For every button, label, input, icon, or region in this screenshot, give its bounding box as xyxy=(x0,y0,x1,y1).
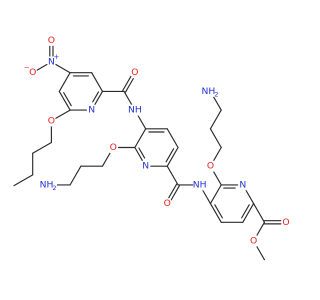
ring-b-bond-inner xyxy=(138,147,146,159)
ester-bond xyxy=(253,203,265,223)
atom-amideB-O: O xyxy=(163,198,171,210)
ring-c-bond-inner xyxy=(214,204,223,219)
carbonyl-bond xyxy=(170,185,181,201)
carbonyl-bond xyxy=(167,183,178,199)
atom-symbol: N xyxy=(239,179,246,190)
atom-symbol: O xyxy=(250,235,257,246)
atom-symbol: NH xyxy=(40,179,54,190)
atom-symbol: O xyxy=(131,67,138,78)
atom-label-background xyxy=(142,160,150,172)
ether-bond xyxy=(212,170,222,186)
butoxy-bond xyxy=(55,109,71,119)
atom-label-background xyxy=(193,179,207,191)
ring-a-bond-inner xyxy=(92,91,100,103)
atom-label-background xyxy=(206,160,214,172)
atom-label-background xyxy=(47,115,55,127)
ring-b-bond-inner xyxy=(165,148,175,163)
ring-c-bond xyxy=(209,203,222,223)
atom-symbol: O xyxy=(207,161,214,172)
atom-label-background xyxy=(201,85,219,97)
amide-bond xyxy=(123,90,133,107)
atom-label-background xyxy=(250,235,258,247)
ring-c-bond xyxy=(242,203,255,223)
bonds xyxy=(13,44,282,261)
propyl-bond xyxy=(212,146,222,163)
atom-pyC-N: N xyxy=(239,179,247,191)
atom-label-background xyxy=(47,34,55,46)
ring-c-bond xyxy=(244,188,255,205)
atom-label-background xyxy=(88,104,96,116)
atom-esterC-O2: O xyxy=(250,235,258,247)
ring-b-bond xyxy=(166,146,179,167)
carbonyl-bond xyxy=(122,75,132,92)
ester-bond xyxy=(255,221,265,238)
amide-bond xyxy=(136,114,147,130)
butyl-bond xyxy=(13,174,34,187)
ring-a-bond-inner xyxy=(63,92,72,107)
butyl-bond xyxy=(32,141,52,154)
ring-c-bond xyxy=(209,184,222,205)
atom-label-background xyxy=(128,104,142,116)
atom-butoxy-O: O xyxy=(47,115,55,127)
atom-nitro-O1: O− xyxy=(24,64,36,79)
atom-amideA-NH: NH xyxy=(128,104,142,116)
atom-symbol: O xyxy=(48,35,55,46)
atom-symbol: NH xyxy=(193,179,207,190)
atom-symbol: O xyxy=(110,142,117,153)
atom-pyA-N: N xyxy=(88,104,96,116)
atom-label-background xyxy=(29,67,37,79)
atom-symbol: O xyxy=(282,217,289,228)
atom-symbol: NH xyxy=(128,105,142,116)
propyl-bond xyxy=(209,109,222,130)
ring-a-bond xyxy=(93,90,104,107)
ring-b-bond xyxy=(166,128,179,149)
methyl-bond xyxy=(255,244,265,261)
atom-label-background xyxy=(239,179,247,191)
atom-amideA-O: O xyxy=(131,67,139,79)
amine-bond xyxy=(212,95,222,111)
ring-a-bond xyxy=(58,72,71,92)
atom-symbol: NH xyxy=(202,86,216,97)
atom-label-background xyxy=(131,67,139,79)
nitro-bond xyxy=(55,63,71,74)
atom-subscript: 2 xyxy=(214,90,218,98)
atom-symbol: O xyxy=(48,115,55,126)
atom-label-background xyxy=(40,179,58,191)
atom-nitro-O2: O xyxy=(47,34,55,46)
carbonyl-bond xyxy=(124,77,135,93)
atom-symbol: O xyxy=(164,198,171,209)
atom-nitro-N: N+ xyxy=(47,53,60,68)
atom-esterC-O1: O xyxy=(282,216,290,228)
ring-c-bond-inner xyxy=(241,204,250,219)
atom-amideB-NH: NH xyxy=(193,179,207,191)
amide-bond xyxy=(201,188,212,205)
amide-bond xyxy=(166,165,179,186)
propyl-bond xyxy=(209,128,222,149)
atom-symbol: O xyxy=(29,67,36,78)
ring-b-bond xyxy=(134,128,147,149)
atom-symbol: N xyxy=(142,161,149,172)
atom-etherC-O: O xyxy=(206,160,214,172)
atom-etherB-O: O xyxy=(109,141,117,153)
atom-charge: + xyxy=(54,53,60,61)
atom-label-background xyxy=(47,56,55,68)
atom-label-background xyxy=(163,198,171,210)
atom-pyB-N: N xyxy=(142,160,150,172)
nitro-bond xyxy=(36,63,48,71)
atom-label-background xyxy=(109,141,117,153)
atom-symbol: N xyxy=(88,105,95,116)
propyl-bond xyxy=(101,151,112,167)
atom-charge: − xyxy=(24,64,30,72)
atom-label-background xyxy=(282,216,290,228)
atom-symbol: N xyxy=(48,56,55,67)
propyl-bond xyxy=(69,165,82,186)
ring-a-bond xyxy=(91,72,104,92)
atom-subscript: 2 xyxy=(52,184,56,192)
ring-a-bond xyxy=(58,90,71,111)
ring-b-bond xyxy=(134,146,144,163)
